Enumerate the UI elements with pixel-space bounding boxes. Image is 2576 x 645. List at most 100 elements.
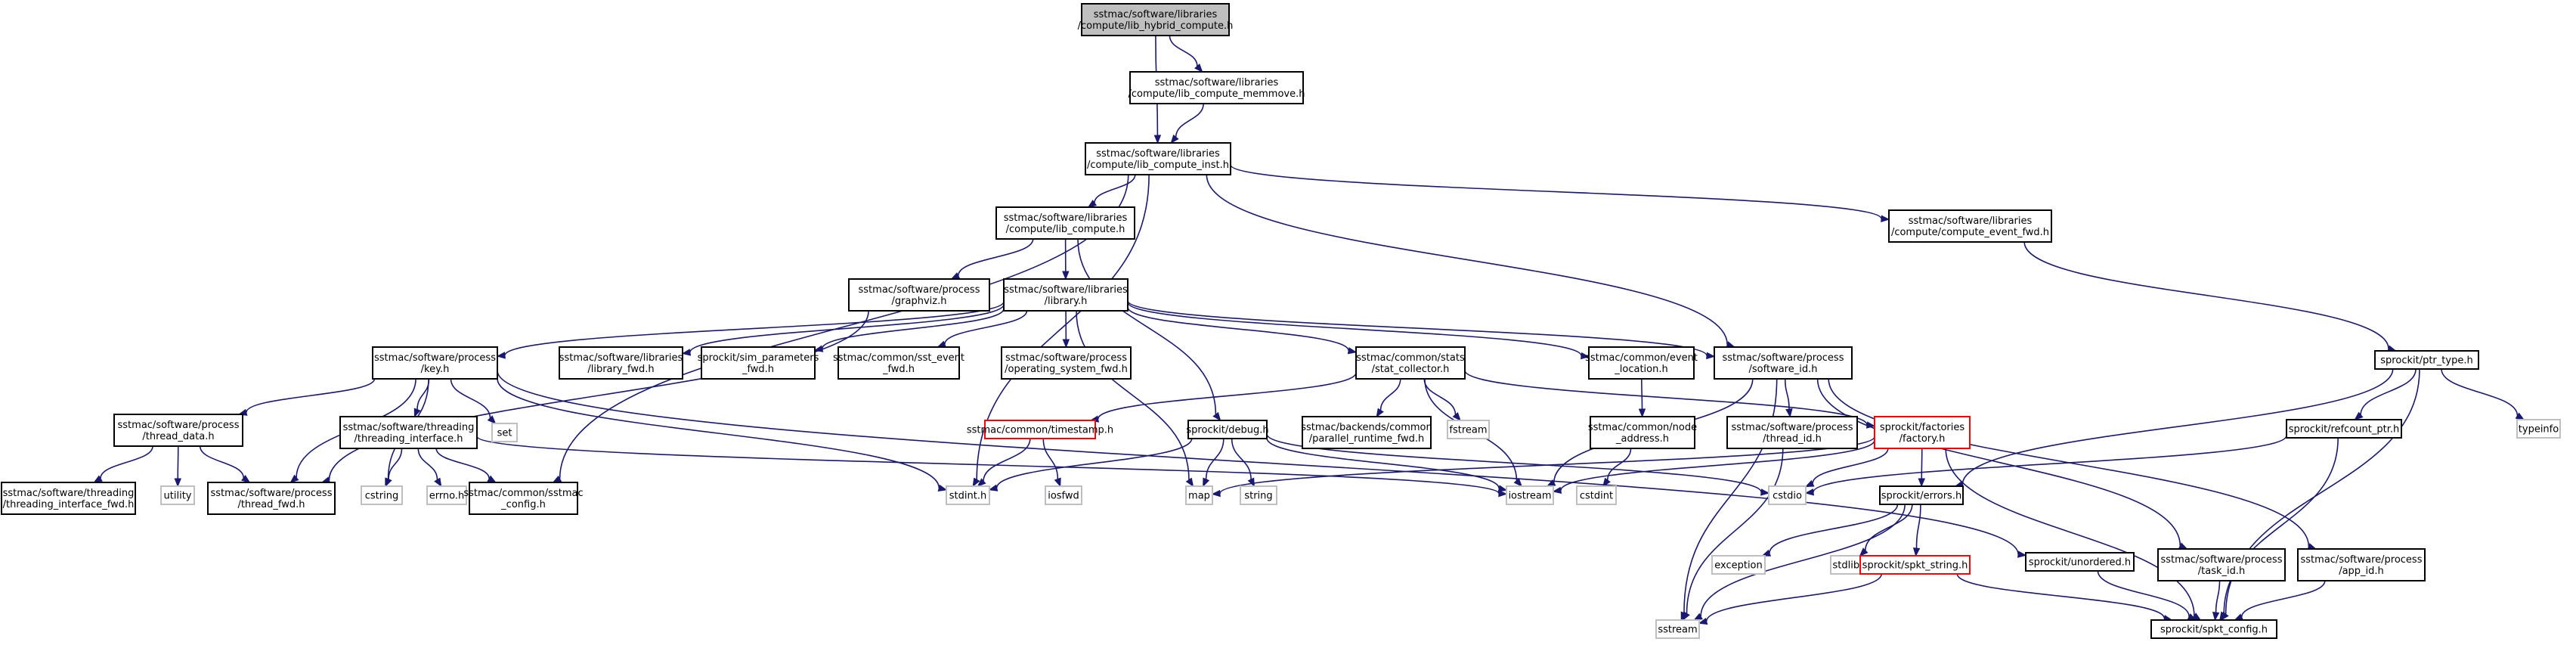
node-exception[interactable]: exception [1711, 555, 1766, 575]
node-sstmacconfig[interactable]: sstmac/common/sstmac_config.h [463, 482, 584, 515]
edge-line [2441, 368, 2519, 416]
node-factory[interactable]: sprockit/factories/factory.h [1874, 416, 1971, 449]
node-cstdint[interactable]: cstdint [1576, 485, 1617, 505]
node-ptrtype[interactable]: sprockit/ptr_type.h [2374, 350, 2479, 370]
node-unordered[interactable]: sprockit/unordered.h [2025, 552, 2135, 572]
node-box [1447, 420, 1490, 439]
node-nodeaddr[interactable]: sstmac/common/node_address.h [1588, 416, 1697, 449]
edge-arrowhead [813, 345, 824, 352]
node-label-line: sstmac/common/event [1585, 352, 1698, 364]
edge-arrowhead [1552, 486, 1562, 495]
node-box [113, 414, 243, 447]
edge-arrowhead [1194, 64, 1203, 73]
edge-arrowhead [1062, 339, 1070, 349]
edge-arrowhead [385, 477, 392, 488]
edge-line [1077, 238, 1217, 415]
edge-line [417, 448, 438, 480]
edge-arrowhead [1804, 479, 1815, 488]
node-osfwd[interactable]: sstmac/software/process/operating_system… [1001, 346, 1132, 380]
node-spktstring[interactable]: sprockit/spkt_string.h [1859, 555, 1971, 575]
edge-threadingif-to-iostream [476, 436, 1508, 498]
node-memmove[interactable]: sstmac/software/libraries/compute/lib_co… [1129, 71, 1305, 104]
edge-arrowhead [937, 484, 948, 492]
node-box [848, 278, 990, 312]
node-threadingiffwd[interactable]: sstmac/software/threading/threading_inte… [1, 482, 136, 515]
node-box [1590, 416, 1695, 449]
edge-spktstring-to-spktconfig [1956, 573, 2173, 622]
edge-key-to-stdint [497, 378, 948, 492]
node-threadfwd[interactable]: sstmac/software/process/thread_fwd.h [207, 482, 336, 515]
node-map[interactable]: map [1185, 485, 1213, 505]
edge-line [1097, 372, 1357, 420]
node-simparams[interactable]: sprockit/sim_parameters_fwd.h [698, 346, 819, 380]
node-ssteventfwd[interactable]: sstmac/common/sst_event_fwd.h [833, 346, 964, 380]
edge-arrowhead [1452, 411, 1461, 422]
node-iosfwd[interactable]: iosfwd [1045, 485, 1082, 505]
node-string[interactable]: string [1240, 485, 1277, 505]
node-eventloc[interactable]: sstmac/common/event_location.h [1585, 346, 1698, 380]
node-appid[interactable]: sstmac/software/process/app_id.h [2297, 548, 2426, 581]
node-box [1045, 485, 1082, 505]
node-utility[interactable]: utility [160, 485, 195, 505]
node-threadingif[interactable]: sstmac/software/threading/threading_inte… [339, 416, 478, 449]
node-box [2025, 552, 2135, 572]
edge-threaddata-to-threadingiffwd [93, 445, 153, 483]
edge-line [450, 378, 491, 418]
node-errors[interactable]: sprockit/errors.h [1879, 485, 1964, 505]
edge-key-to-unordered [497, 370, 2027, 558]
node-label-line: map [1188, 491, 1210, 502]
node-stdint[interactable]: stdint.h [946, 485, 990, 505]
node-threaddata[interactable]: sstmac/software/process/thread_data.h [113, 414, 243, 447]
node-library[interactable]: sstmac/software/libraries/library.h [1003, 278, 1129, 312]
node-spktconfig[interactable]: sprockit/spkt_config.h [2150, 619, 2277, 639]
node-cstdio[interactable]: cstdio [1768, 485, 1807, 505]
node-libcompute[interactable]: sstmac/software/libraries/compute/lib_co… [995, 206, 1135, 240]
node-set[interactable]: set [491, 423, 518, 442]
node-graphviz[interactable]: sstmac/software/process/graphviz.h [848, 278, 990, 312]
edge-line [1230, 164, 1882, 219]
node-eventfwd[interactable]: sstmac/software/libraries/compute/comput… [1888, 209, 2052, 243]
node-label-line: sstmac/software/process [2301, 554, 2423, 566]
node-box [1506, 485, 1554, 505]
node-label-line: /operating_system_fwd.h [1005, 364, 1128, 375]
node-taskid[interactable]: sstmac/software/process/task_id.h [2157, 548, 2286, 581]
node-inst[interactable]: sstmac/software/libraries/compute/lib_co… [1085, 142, 1231, 175]
node-sstream[interactable]: sstream [1655, 619, 1700, 639]
node-label-line: sstmac/common/node [1588, 422, 1697, 433]
node-label-line: sstmac/software/libraries [1096, 148, 1220, 160]
node-errno[interactable]: errno.h [426, 485, 467, 505]
edge-arrowhead [241, 474, 251, 483]
edge-line [497, 370, 2019, 555]
node-softwareid[interactable]: sstmac/software/process/software_id.h [1714, 346, 1853, 380]
node-box [701, 346, 816, 380]
node-label-line: sprockit/ptr_type.h [2380, 355, 2472, 367]
edge-arrowhead [434, 477, 442, 488]
node-typeinfo[interactable]: typeinfo [2516, 419, 2561, 439]
node-iostream[interactable]: iostream [1506, 485, 1554, 505]
node-key[interactable]: sstmac/software/process/key.h [372, 346, 498, 380]
edge-line [1127, 300, 1708, 356]
edge-line [1560, 439, 1875, 491]
node-debug[interactable]: sprockit/debug.h [1186, 420, 1269, 439]
node-fstream[interactable]: fstream [1447, 420, 1490, 439]
edge-key-to-set [450, 378, 497, 424]
edge-statcoll-to-timestamp [1089, 372, 1357, 423]
node-label-line: /compute/lib_compute_memmove.h [1129, 88, 1305, 100]
edge-arrowhead [1918, 478, 1926, 488]
node-label-line: _fwd.h [882, 364, 915, 375]
node-refcount[interactable]: sprockit/refcount_ptr.h [2286, 419, 2402, 439]
node-cstring[interactable]: cstring [361, 485, 403, 505]
node-timestamp[interactable]: sstmac/common/timestamp.h [967, 420, 1113, 439]
node-libfwd[interactable]: sstmac/software/libraries/library_fwd.h [559, 346, 683, 380]
node-label-line: sstmac/software/process [859, 284, 980, 296]
node-box [946, 485, 990, 505]
node-threadid[interactable]: sstmac/software/process/thread_id.h [1726, 416, 1858, 449]
node-statcoll[interactable]: sstmac/common/stats/stat_collector.h [1355, 346, 1466, 380]
edge-library-to-simparams [813, 308, 1005, 352]
node-label-line: /compute/lib_compute_inst.h [1087, 160, 1229, 171]
edge-factory-to-spktconfig [1945, 448, 2202, 621]
node-parallelrt[interactable]: sstmac/backends/common/parallel_runtime_… [1301, 416, 1432, 449]
edge-line [1700, 504, 1906, 617]
edge-factory-to-errors [1918, 448, 1926, 488]
node-box [1726, 416, 1858, 449]
